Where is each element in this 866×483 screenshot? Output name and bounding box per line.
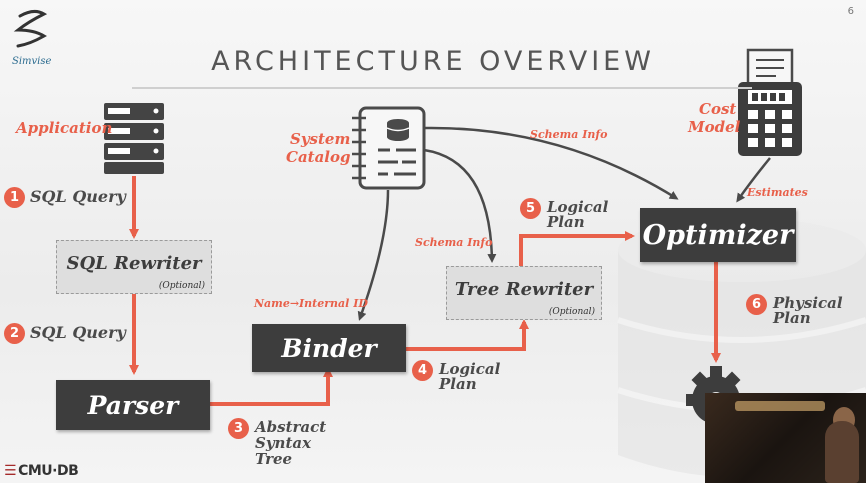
logical-plan-4-line2: Plan (439, 375, 477, 393)
optimizer-box: Optimizer (640, 208, 796, 262)
simvise-logo-icon (13, 9, 48, 48)
ast-label-line1: Abstract (255, 418, 327, 436)
parser-label: Parser (87, 390, 179, 420)
step-badge-1: 1 (4, 187, 25, 208)
video-ceiling-light (735, 401, 825, 411)
video-person (825, 421, 859, 483)
pipeline-arrows (129, 176, 721, 406)
cmu-db-logo: ☰CMU·DB (4, 463, 79, 479)
cmu-db-logo-icon: ☰ (4, 463, 17, 479)
logical-plan-4-line1: Logical (439, 360, 501, 378)
cost-model-label-line2: Model (688, 118, 741, 136)
estimates-label: Estimates (747, 186, 808, 199)
step-badge-5: 5 (520, 198, 541, 219)
sql-rewriter-label: SQL Rewriter (66, 253, 202, 274)
step-badge-6: 6 (746, 294, 767, 315)
sql-query-label-1: SQL Query (30, 187, 126, 206)
tree-rewriter-optional: (Optional) (548, 307, 595, 317)
schema-info-label-top: Schema Info (530, 128, 608, 141)
sql-rewriter-box: SQL Rewriter (Optional) (56, 240, 212, 294)
calculator-icon (738, 48, 802, 156)
binder-label: Binder (281, 333, 377, 363)
page-number: 6 (847, 6, 854, 17)
server-icon (104, 103, 164, 174)
info-arrows (357, 126, 771, 321)
schema-info-label-mid: Schema Info (415, 236, 493, 249)
system-catalog-label-line1: System (290, 130, 351, 148)
sql-rewriter-optional: (Optional) (158, 281, 205, 291)
slide-title: ARCHITECTURE OVERVIEW (211, 46, 655, 77)
parser-box: Parser (56, 380, 210, 430)
optimizer-label: Optimizer (642, 219, 794, 251)
logical-plan-5-line2: Plan (547, 213, 585, 231)
cmu-db-logo-text: CMU·DB (18, 463, 79, 479)
simvise-logo-text: Simvise (12, 56, 52, 67)
physical-plan-line1: Physical (773, 294, 843, 312)
binder-box: Binder (252, 324, 406, 372)
video-overlay[interactable] (705, 393, 866, 483)
tree-rewriter-box: Tree Rewriter (Optional) (446, 266, 602, 320)
step-badge-3: 3 (228, 418, 249, 439)
logical-plan-5-line1: Logical (547, 198, 609, 216)
name-internal-id-label: Name→Internal ID (254, 297, 368, 310)
system-catalog-label-line2: Catalog (286, 148, 351, 166)
cost-model-label-line1: Cost (699, 100, 737, 118)
tree-rewriter-label: Tree Rewriter (454, 279, 594, 300)
physical-plan-line2: Plan (773, 309, 811, 327)
ast-label-line2: Syntax (255, 434, 312, 452)
ast-label-line3: Tree (255, 450, 293, 468)
sql-query-label-2: SQL Query (30, 323, 126, 342)
notebook-database-icon (352, 106, 426, 190)
step-badge-4: 4 (412, 360, 433, 381)
title-divider (132, 87, 752, 89)
step-badge-2: 2 (4, 323, 25, 344)
application-label: Application (16, 119, 113, 137)
